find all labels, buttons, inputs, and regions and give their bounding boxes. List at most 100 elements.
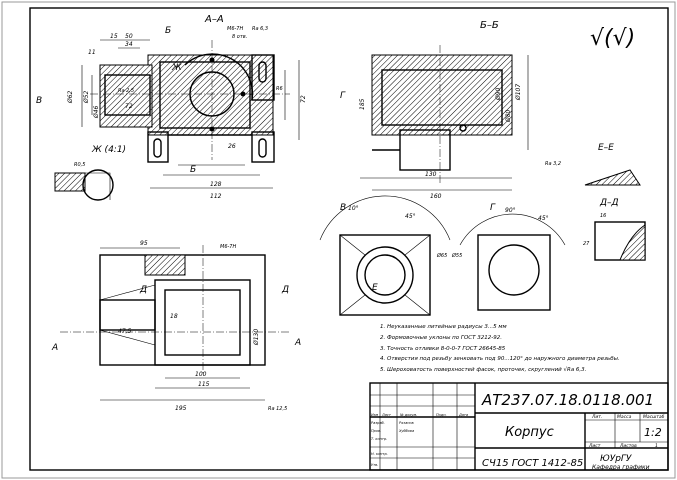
note-1: 1. Неуказанные литейные радиусы 3...5 мм xyxy=(380,324,507,330)
cut-marker-d-left: Д xyxy=(139,285,147,295)
dim-d80: Ø80 xyxy=(505,109,512,123)
header-date: Дата xyxy=(458,413,468,417)
col-mass: Масса xyxy=(617,414,632,420)
dim-27: 27 xyxy=(583,241,590,247)
dim-47-5: 47,5 xyxy=(118,328,132,335)
technical-notes: 1. Неуказанные литейные радиусы 3...5 мм… xyxy=(380,324,620,373)
section-ee-view: Е–Е xyxy=(584,143,641,186)
dim-d107: Ø107 xyxy=(515,84,522,101)
section-ee-label: Е–Е xyxy=(598,143,614,153)
roughness-ra25: Ra 2,5 xyxy=(118,88,134,94)
note-5: 5. Шероховатость поверхностей фасок, про… xyxy=(380,366,587,373)
view-g: Г 90° 45° xyxy=(459,203,566,311)
cut-marker-b-top: Б xyxy=(165,26,171,36)
detail-zh-label: Ж (4:1) xyxy=(91,145,126,155)
sheet-label: Лист xyxy=(588,443,601,449)
role-checker: Пров. xyxy=(371,429,381,433)
housing-body xyxy=(147,54,274,136)
dim-90deg: 90° xyxy=(505,207,516,214)
dim-d130: Ø130 xyxy=(253,329,260,346)
header-sign: Подп. xyxy=(436,413,447,417)
sheets-count: 1 xyxy=(655,443,658,449)
section-dd-view: Д–Д 16 27 xyxy=(583,198,646,261)
scale-value: 1:2 xyxy=(644,426,662,439)
section-aa-label: А–А xyxy=(204,14,224,25)
sheets-label: Листов xyxy=(619,443,637,449)
material: СЧ15 ГОСТ 1412-85 xyxy=(482,458,583,469)
dim-195: 195 xyxy=(175,405,187,412)
organization: ЮУрГУ xyxy=(600,454,632,464)
dim-11: 11 xyxy=(88,49,96,56)
dim-128: 128 xyxy=(210,181,222,188)
dim-100: 100 xyxy=(195,371,207,378)
section-bb-view: Б–Б 130 160 185 Ø90 Ø80 Ø107 Г Ra 3,2 xyxy=(340,20,561,200)
dim-72-right: 72 xyxy=(300,95,307,103)
section-aa-view: А–А 128 112 50 15 34 11 Ø62 Ø52 Ø46 72 7… xyxy=(36,14,307,200)
dim-16: 16 xyxy=(600,213,606,219)
dim-d46: Ø46 xyxy=(93,105,100,119)
dim-r05: R0,5 xyxy=(74,162,85,168)
part-name: Корпус xyxy=(505,425,554,440)
title-block: АТ237.07.18.0118.001 Корпус СЧ15 ГОСТ 14… xyxy=(369,382,669,471)
role-approver: Утв. xyxy=(371,463,378,467)
detail-zh-view: Ж (4:1) R0,5 xyxy=(54,145,126,201)
dim-d52: Ø52 xyxy=(83,90,90,104)
dim-112: 112 xyxy=(210,193,222,200)
thread-m6-bottom: M6-7H xyxy=(220,244,236,250)
department: Кафедра графики xyxy=(592,464,650,471)
header-izm: Изм xyxy=(371,413,378,417)
holes-count: 8 отв. xyxy=(232,34,247,40)
view-g-label: Г xyxy=(490,203,496,213)
dim-d90: Ø90 xyxy=(495,87,502,101)
plan-view: 95 47,5 18 100 115 195 Ø130 M6-7H Ra 12,… xyxy=(51,240,301,412)
dim-r6: R6 xyxy=(276,86,283,92)
drawing-frame xyxy=(29,7,669,471)
dim-50: 50 xyxy=(125,33,133,40)
dim-15: 15 xyxy=(110,33,118,40)
dim-45deg: 45° xyxy=(405,213,416,220)
role-ncontrol: Н. контр. xyxy=(371,452,388,456)
section-bb-label: Б–Б xyxy=(480,20,499,31)
note-3: 3. Точность отливки 8-0-0-7 ГОСТ 26645-8… xyxy=(380,346,506,352)
section-dd-label: Д–Д xyxy=(599,198,619,208)
dim-26: 26 xyxy=(228,143,236,150)
header-doc: № докум. xyxy=(399,413,417,417)
roughness-ra32: Ra 3,2 xyxy=(545,161,561,167)
detail-marker-zh: Ж xyxy=(171,63,182,73)
col-lit: Лит. xyxy=(591,414,602,420)
cut-marker-a-right: А xyxy=(294,338,301,348)
cut-marker-e: Е xyxy=(372,283,378,293)
role-tcontrol: Т. контр. xyxy=(371,437,387,441)
dim-95: 95 xyxy=(140,240,148,247)
dim-34: 34 xyxy=(125,41,133,48)
general-roughness-symbol: √(√) xyxy=(590,26,635,51)
dim-72: 72 xyxy=(125,103,133,110)
developer-name: Рязанов xyxy=(399,421,414,425)
dim-160: 160 xyxy=(430,193,442,200)
note-4: 4. Отверстия под резьбу зенковать под 90… xyxy=(380,356,620,362)
dim-d55: Ø55 xyxy=(451,252,462,259)
roughness-ra63: Ra 6,3 xyxy=(252,26,268,32)
dim-115: 115 xyxy=(198,381,210,388)
dim-130: 130 xyxy=(425,171,437,178)
col-scale: Масштаб xyxy=(643,414,665,420)
role-developer: Разраб. xyxy=(371,421,385,425)
dim-d65: Ø65 xyxy=(436,252,447,259)
cut-marker-d-right: Д xyxy=(281,285,289,295)
dim-45deg-g: 45° xyxy=(538,215,549,222)
note-2: 2. Формовочные уклоны по ГОСТ 3212-92. xyxy=(380,335,502,341)
thread-m6: M6-7H xyxy=(227,26,243,32)
dim-18: 18 xyxy=(170,313,178,320)
view-arrow-g: Г xyxy=(340,91,346,101)
cut-marker-b-bottom: Б xyxy=(190,165,196,175)
roughness-ra125: Ra 12,5 xyxy=(268,406,287,412)
drawing-designation: АТ237.07.18.0118.001 xyxy=(481,391,654,409)
view-arrow-v: В xyxy=(36,96,42,106)
cut-marker-a-left: А xyxy=(51,343,58,353)
checker-name: Хуббова xyxy=(398,429,414,433)
dim-185: 185 xyxy=(359,98,366,110)
dim-10deg: 10° xyxy=(348,205,359,212)
view-v: В 10° Е 45° Ø65 Ø55 xyxy=(319,195,462,316)
header-list: Лист xyxy=(381,413,392,417)
